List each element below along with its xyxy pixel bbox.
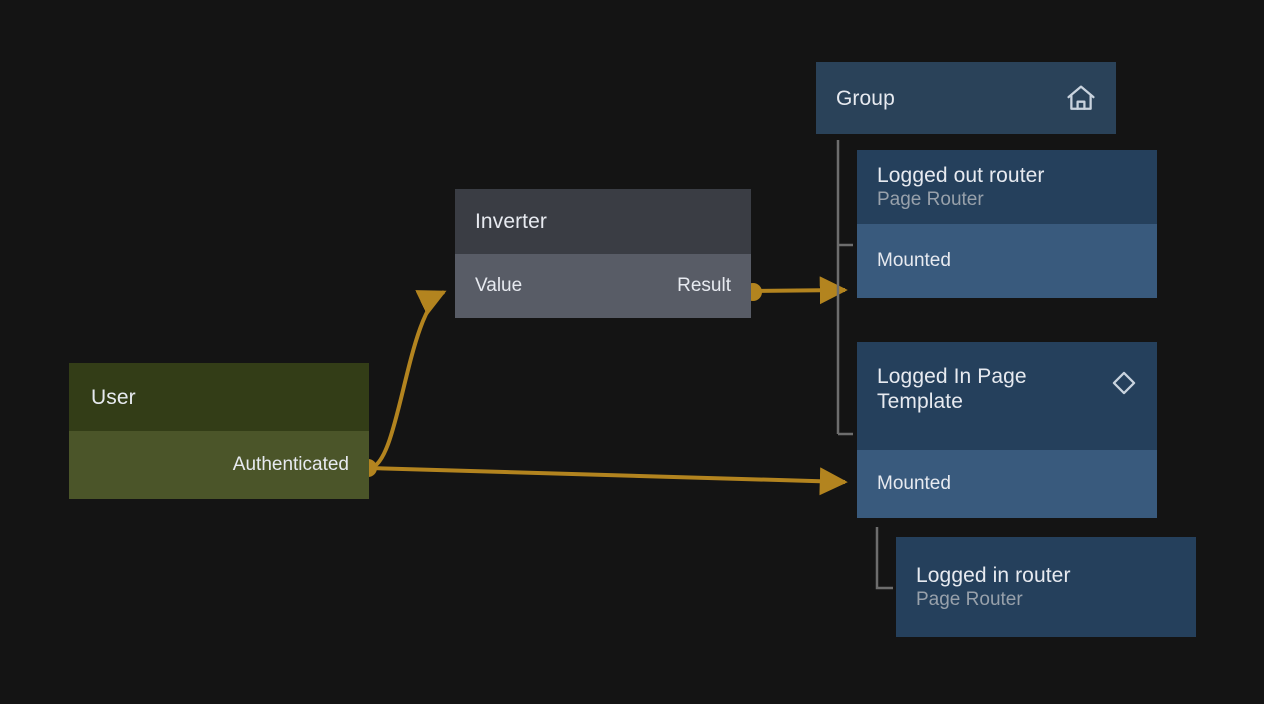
node-logged-in-page-template-header-text: Logged In Page Template <box>877 342 1027 414</box>
node-logged-in-router-title: Logged in router <box>916 564 1071 587</box>
node-logged-out-router-subtitle: Page Router <box>877 189 984 210</box>
home-icon <box>1064 81 1098 115</box>
port-row-mounted-template[interactable]: Mounted <box>857 450 1157 518</box>
port-label-mounted: Mounted <box>877 250 951 271</box>
node-group-header[interactable]: Group <box>816 62 1116 134</box>
node-logged-out-router-header-text: Logged out router Page Router <box>877 163 1045 211</box>
node-inverter-title: Inverter <box>475 210 547 233</box>
node-logged-in-page-template[interactable]: Logged In Page Template Mounted <box>857 342 1157 518</box>
node-logged-in-router[interactable]: Logged in router Page Router <box>896 537 1196 637</box>
node-logged-out-router-header[interactable]: Logged out router Page Router <box>857 150 1157 224</box>
node-inverter-header-text: Inverter <box>475 209 547 234</box>
node-user[interactable]: User Authenticated <box>69 363 369 499</box>
node-inverter[interactable]: Inverter Value Result <box>455 189 751 318</box>
node-logged-in-page-template-header[interactable]: Logged In Page Template <box>857 342 1157 450</box>
node-logged-out-router-title: Logged out router <box>877 164 1045 187</box>
wire-user-authenticated-to-template-mounted <box>368 466 848 496</box>
port-row-mounted-logged-out[interactable]: Mounted <box>857 224 1157 298</box>
wire-user-authenticated-to-inverter-value <box>368 290 447 470</box>
node-group[interactable]: Group <box>816 62 1116 134</box>
diamond-icon <box>1109 342 1139 398</box>
node-logged-in-router-header-text: Logged in router Page Router <box>916 563 1071 611</box>
node-inverter-header[interactable]: Inverter <box>455 189 751 254</box>
port-label-result[interactable]: Result <box>677 275 731 296</box>
node-user-header[interactable]: User <box>69 363 369 431</box>
wire-inverter-result-to-logged-out-mounted <box>753 276 848 305</box>
port-label-mounted: Mounted <box>877 473 951 494</box>
port-label-authenticated[interactable]: Authenticated <box>232 454 349 475</box>
node-group-header-text: Group <box>836 86 895 111</box>
port-label-value[interactable]: Value <box>475 275 523 296</box>
node-logged-in-page-template-title: Logged In Page Template <box>877 365 1027 413</box>
node-logged-in-router-header[interactable]: Logged in router Page Router <box>896 537 1196 637</box>
port-row-user[interactable]: Authenticated <box>69 431 369 499</box>
node-logged-out-router[interactable]: Logged out router Page Router Mounted <box>857 150 1157 298</box>
node-user-header-text: User <box>91 385 136 410</box>
node-logged-in-router-subtitle: Page Router <box>916 589 1023 610</box>
node-group-title: Group <box>836 86 895 110</box>
node-user-title: User <box>91 385 136 409</box>
port-row-inverter[interactable]: Value Result <box>455 254 751 318</box>
